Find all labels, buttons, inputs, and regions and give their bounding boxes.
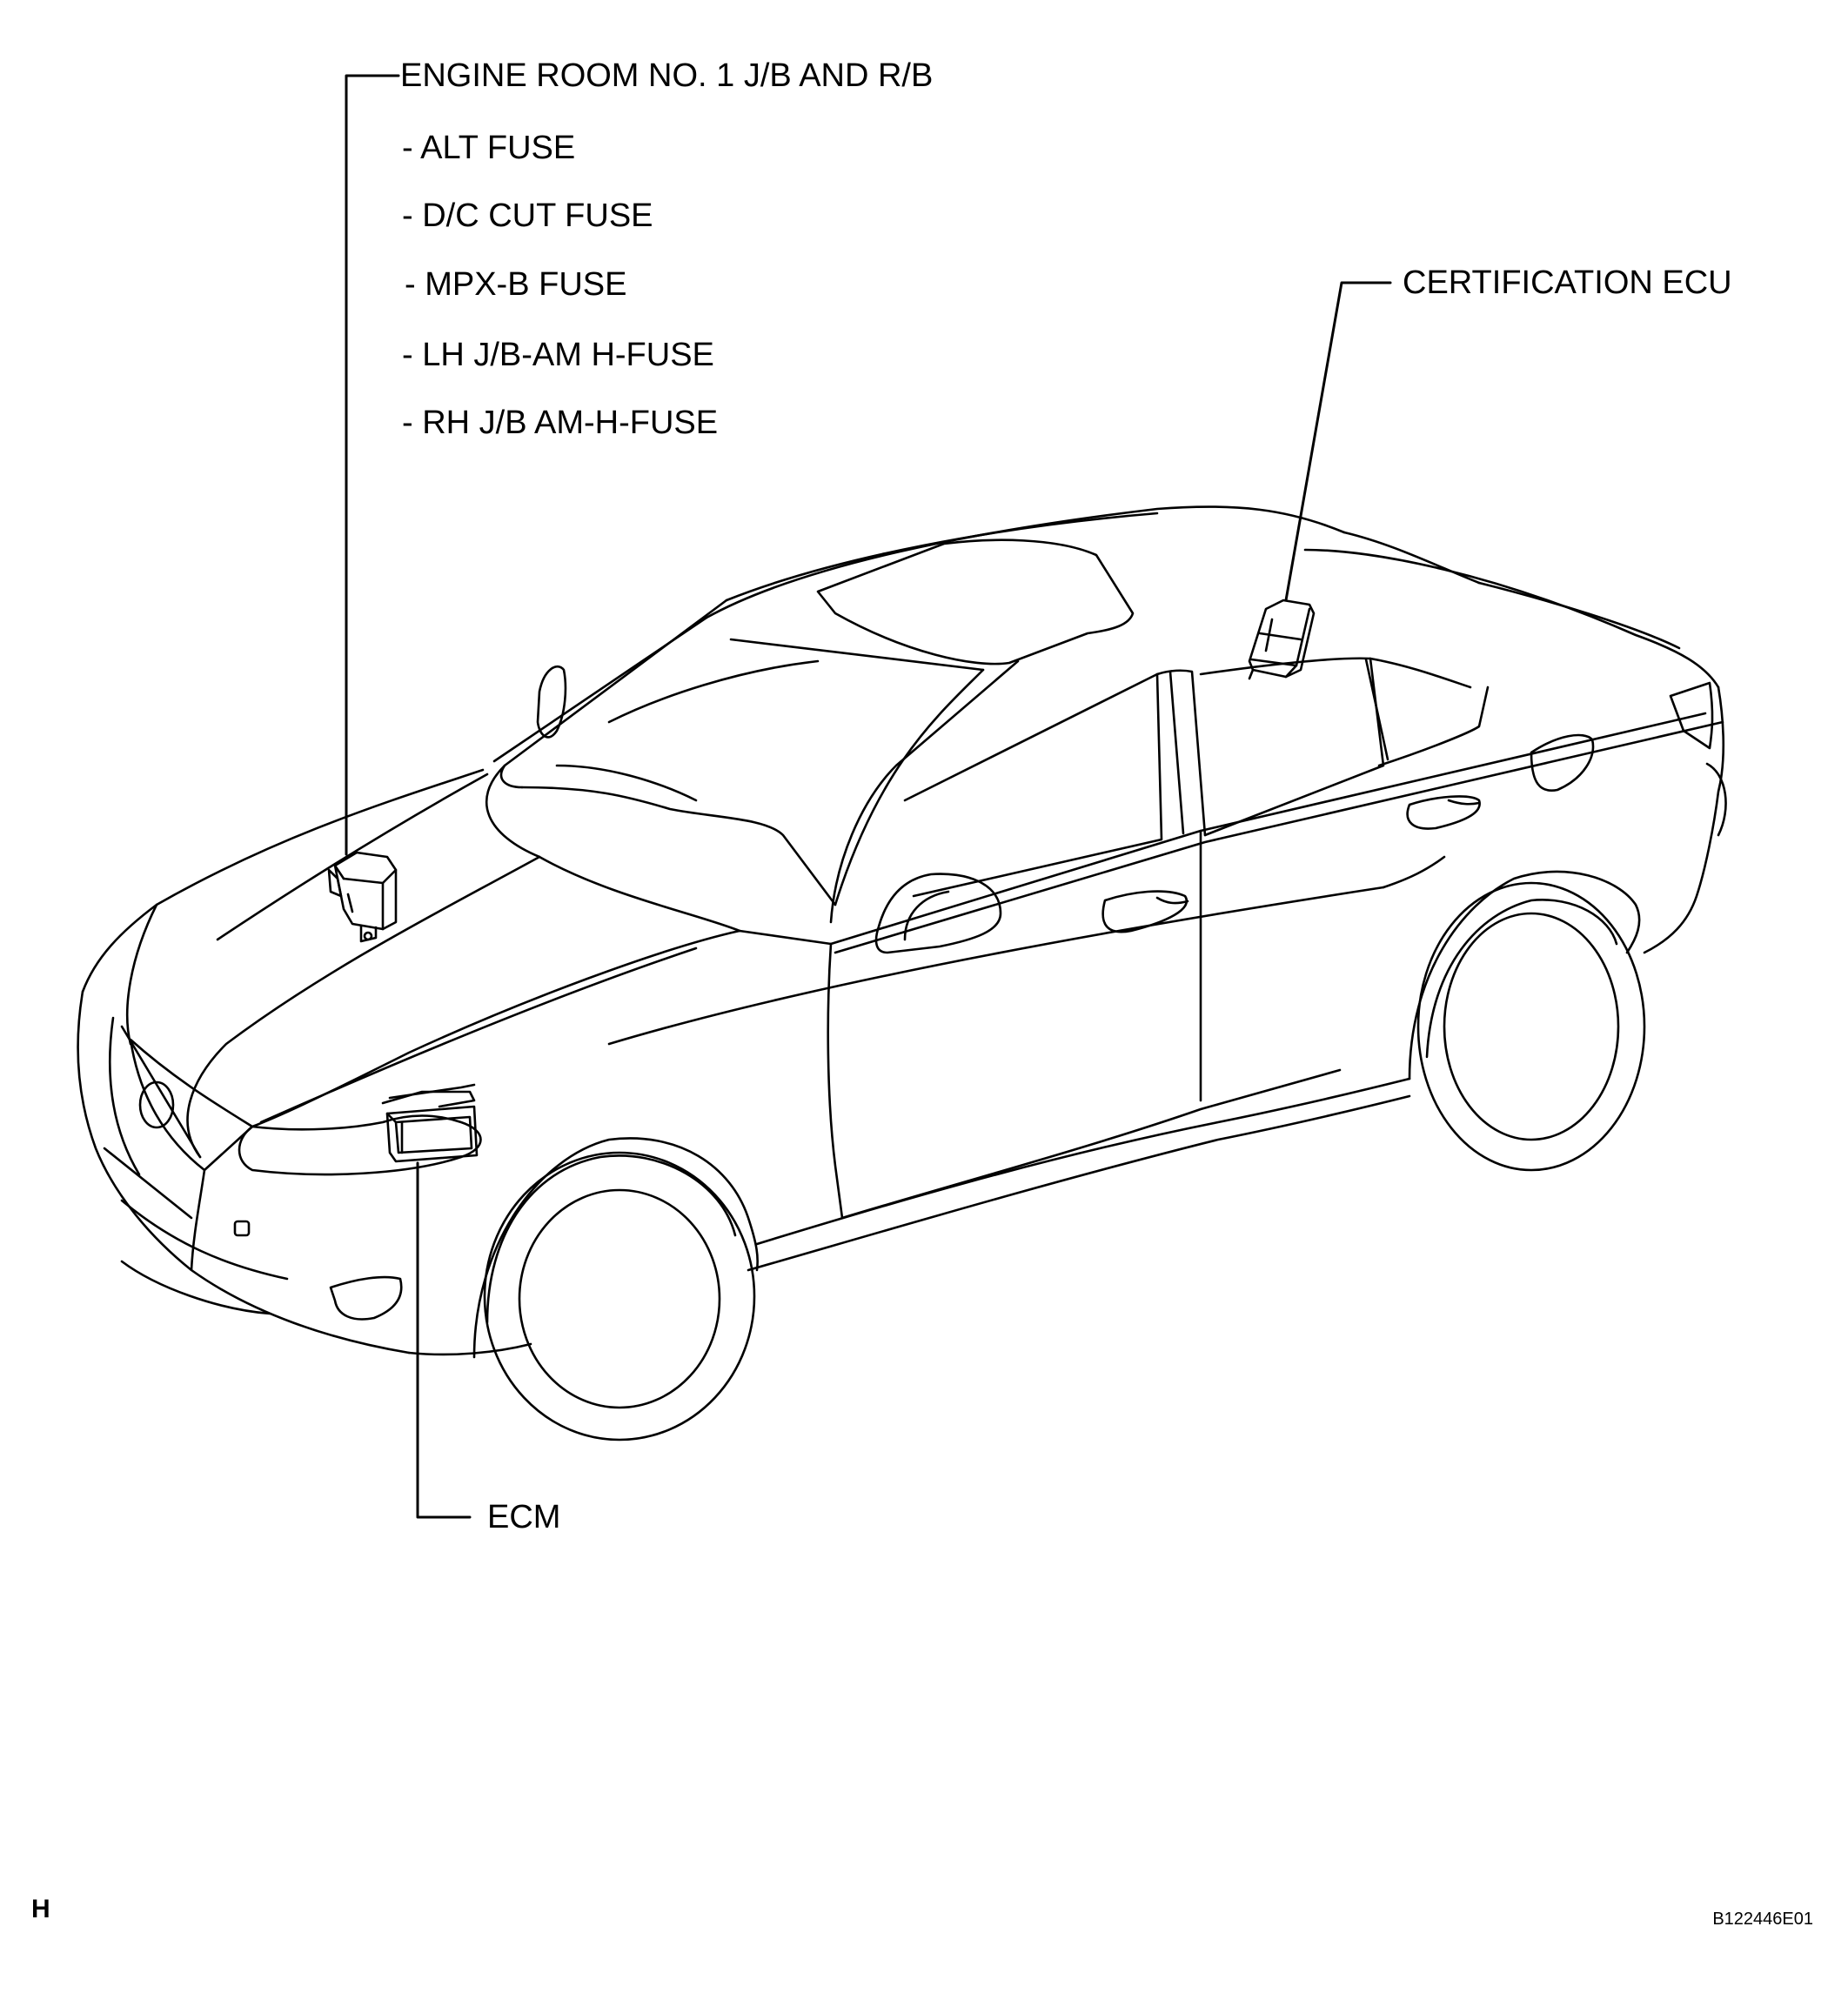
fuse-item-dc-cut: - D/C CUT FUSE [402, 197, 653, 234]
figure-code: B122446E01 [1712, 1910, 1813, 1929]
fuse-item-mpx-b: - MPX-B FUSE [405, 266, 627, 303]
leader-line-engine-room-jb [345, 74, 400, 856]
fuse-item-rh-jb-am: - RH J/B AM-H-FUSE [402, 405, 719, 441]
engine-room-jb-component [327, 851, 398, 943]
leader-line-ecm [416, 1161, 472, 1519]
fuse-item-alt: - ALT FUSE [402, 130, 576, 166]
ecm-component [381, 1083, 479, 1163]
ecm-label: ECM [487, 1499, 561, 1535]
car-outline-drawing [77, 505, 1727, 1441]
leader-lines [345, 74, 1392, 1519]
fuse-item-lh-jb-am: - LH J/B-AM H-FUSE [402, 337, 714, 373]
leader-line-certification-ecu [1284, 281, 1392, 602]
certification-ecu-component [1248, 599, 1316, 680]
engine-room-jb-label: ENGINE ROOM NO. 1 J/B AND R/B [400, 57, 934, 94]
certification-ecu-label: CERTIFICATION ECU [1403, 264, 1732, 301]
corner-mark: H [31, 1895, 50, 1923]
